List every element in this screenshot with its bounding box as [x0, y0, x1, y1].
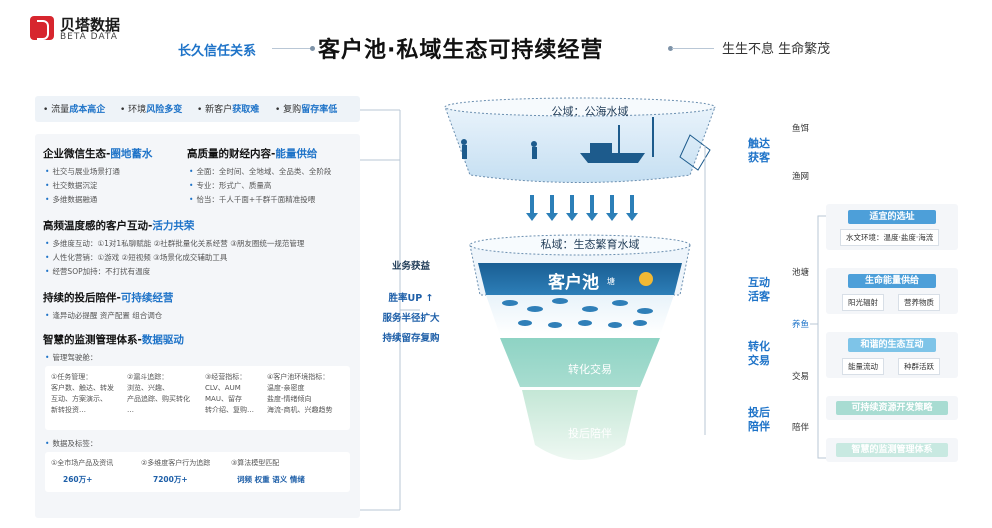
challenge-bar: • 流量成本高企 • 环境风险多变 • 新客户获取难 • 复购留存率低: [35, 96, 360, 122]
stage-convert: 转化交易: [748, 340, 770, 367]
accompany-label: 投后陪伴: [568, 427, 612, 440]
divider: [272, 48, 314, 49]
bullet: 多维数据融通: [45, 194, 97, 205]
tag-source: ③算法模型匹配: [231, 459, 280, 467]
pond-subtitle: 塘: [607, 277, 615, 286]
label-net: 渔网: [792, 172, 810, 182]
box-monitoring-system: 智慧的监测管理体系: [826, 438, 958, 462]
bullet: 恰当：千人千面+千群千面精准投喂: [189, 194, 315, 205]
divider-dot: [310, 46, 315, 51]
section-title: 持续的投后陪伴-可持续经营: [43, 292, 174, 304]
section-title: 企业微信生态-圈地蓄水: [43, 148, 153, 160]
tag-source: ①全市场产品及资讯: [51, 459, 114, 467]
label-companion: 陪伴: [792, 423, 810, 433]
fish-school-icon: [502, 298, 653, 328]
label-trade: 交易: [792, 372, 810, 382]
bullet: 专业：形式广、质量高: [189, 180, 271, 191]
box-ecosystem-interaction: 和谐的生态互动 能量流动 种群活跃: [826, 332, 958, 378]
box-energy-supply: 生命能量供给 阳光辐射 营养物质: [826, 268, 958, 314]
tag-count: 7200万+: [153, 475, 188, 484]
public-domain-label: 公域：公海水域: [551, 105, 629, 118]
challenge-item: • 流量成本高企: [43, 105, 106, 115]
box-sustainable-strategy: 可持续资源开发策略: [826, 396, 958, 420]
arrows-down-icon: [526, 195, 638, 221]
tag-source: ②多维度客户行为追踪: [141, 459, 211, 467]
bullet: 管理驾驶舱：: [45, 352, 97, 363]
label-pond: 池塘: [792, 268, 810, 278]
challenge-item: • 新客户获取难: [197, 105, 260, 115]
stage-accompany: 投后陪伴: [748, 406, 770, 433]
bullet: 数据及标签：: [45, 438, 97, 449]
label-raise-fish: 养鱼: [792, 320, 810, 330]
box-title: 适宜的选址: [848, 210, 936, 224]
slogan: 生生不息 生命繁茂: [722, 42, 831, 57]
section-title: 高频温度感的客户互动-活力共荣: [43, 220, 195, 232]
private-domain-label: 私域：生态繁育水域: [540, 238, 640, 251]
box-title: 可持续资源开发策略: [836, 401, 948, 415]
bullet: 社交与展业场景打通: [45, 166, 120, 177]
box-tag: 营养物质: [898, 294, 940, 311]
box-title: 生命能量供给: [848, 274, 936, 288]
benefits-box: 业务获益 胜率UP ↑ 服务半径扩大 持续留存复购: [372, 258, 450, 350]
logo-text: 贝塔数据: [60, 16, 121, 34]
pond-band: [478, 263, 682, 295]
stage-interact: 互动活客: [748, 276, 770, 303]
bullet: 全面：全时间、全地域、全品类、全阶段: [189, 166, 331, 177]
cockpit-box: ①任务管理：客户数、触达、转发互动、方案演示、新转投资… ②漏斗追踪：浏览、兴趣…: [45, 366, 350, 430]
fish-area: [486, 295, 674, 335]
fishing-boat-icon: [580, 117, 654, 163]
tag-keywords: 词频 权重 语义 情绪: [237, 475, 305, 484]
tags-box: ①全市场产品及资讯 260万+ ②多维度客户行为追踪 7200万+ ③算法模型匹…: [45, 452, 350, 492]
benefits-title: 业务获益: [391, 261, 430, 272]
funnel-graphic: [444, 97, 716, 460]
public-sea-bowl: [444, 106, 716, 183]
challenge-item: • 环境风险多变: [120, 105, 183, 115]
bullet: 多维度互动：①1对1私聊赋能 ②社群批量化关系经营 ③朋友圈统一规范管理: [45, 238, 304, 249]
box-tag: 能量流动: [842, 358, 884, 375]
challenge-item: • 复购留存率低: [275, 105, 338, 115]
accompany-layer: [522, 390, 638, 460]
section-title: 高质量的财经内容-能量供给: [187, 148, 318, 160]
bullet: 人性化营销：①游戏 ②短视频 ③场景化成交辅助工具: [45, 252, 227, 263]
divider-dot: [668, 46, 673, 51]
strategy-panel: 企业微信生态-圈地蓄水 社交与展业场景打通 社交数据沉淀 多维数据融通 高质量的…: [35, 134, 360, 518]
benefit-item: 服务半径扩大: [382, 313, 440, 324]
tag-count: 260万+: [63, 475, 93, 484]
label-bait: 鱼饵: [792, 124, 810, 134]
benefit-item: 持续留存复购: [382, 333, 440, 344]
box-title: 智慧的监测管理体系: [836, 443, 948, 457]
fisherman-icon: [461, 139, 537, 159]
benefit-item: 胜率UP ↑: [388, 293, 434, 304]
sun-icon: [639, 272, 653, 286]
convert-layer: [500, 338, 660, 387]
page-title: 客户池·私域生态可持续经营: [318, 38, 604, 63]
right-bracket: [810, 215, 826, 459]
connector-bracket: [360, 109, 420, 511]
fishing-net-icon: [679, 134, 711, 171]
subtitle: 长久信任关系: [178, 44, 257, 59]
cockpit-col: ④客户池环境指标：温度-亲密度盐度-情绪倾向海流-商机、兴趣趋势: [267, 373, 333, 414]
public-sea-rim: [444, 97, 716, 117]
box-title: 和谐的生态互动: [848, 338, 936, 352]
divider: [672, 48, 714, 49]
pond-title: 客户池: [548, 273, 599, 293]
box-tag: 阳光辐射: [842, 294, 884, 311]
private-rim: [469, 234, 691, 256]
box-tag: 种群活跃: [898, 358, 940, 375]
beta-data-logo-icon: [30, 16, 54, 40]
cockpit-col: ②漏斗追踪：浏览、兴趣、产品追踪、购买转化…: [127, 373, 190, 414]
section-title: 智慧的监测管理体系-数据驱动: [43, 334, 184, 346]
stage-acquire: 触达获客: [748, 137, 770, 164]
box-tag: 水文环境：温度·盐度·海流: [840, 229, 940, 246]
cockpit-col: ①任务管理：客户数、触达、转发互动、方案演示、新转投资…: [51, 373, 114, 414]
logo-subtext: BETA DATA: [60, 32, 118, 42]
bullet: 社交数据沉淀: [45, 180, 97, 191]
box-site-selection: 适宜的选址 水文环境：温度·盐度·海流: [826, 204, 958, 250]
bullet: 逢异动必提醒 资产配置 组合调仓: [45, 310, 162, 321]
bullet: 经营SOP加持：不打扰有温度: [45, 266, 150, 277]
convert-label: 转化交易: [568, 363, 612, 376]
